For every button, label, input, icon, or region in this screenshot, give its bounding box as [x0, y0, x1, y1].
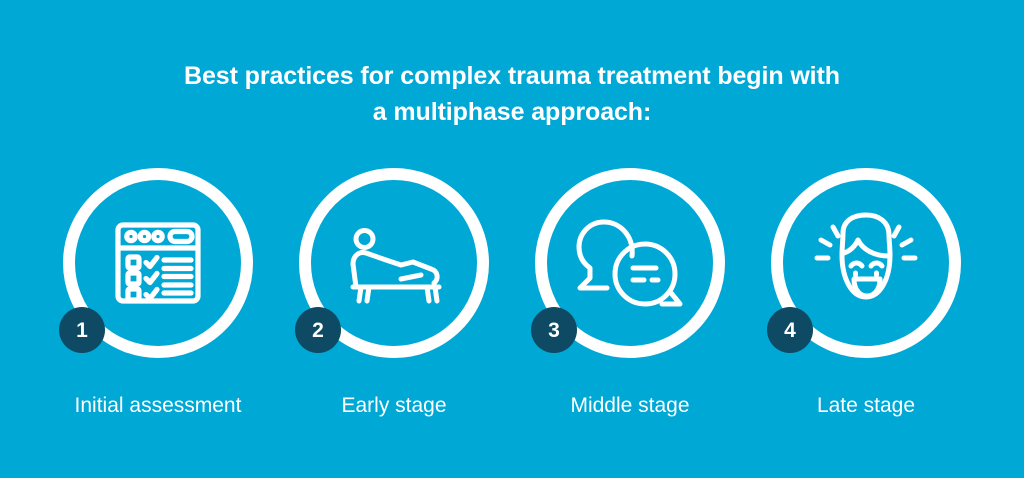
checklist-window-icon	[63, 168, 253, 358]
reclining-person-couch-icon	[299, 168, 489, 358]
title-line-1: Best practices for complex trauma treatm…	[184, 62, 840, 90]
steps-row: 1 Initial assessment	[0, 168, 1024, 419]
speech-bubbles-icon	[535, 168, 725, 358]
step-1-number-badge: 1	[59, 307, 105, 353]
step-item-4: 4 Late stage	[748, 168, 984, 419]
step-item-3: 3 Middle stage	[512, 168, 748, 419]
step-item-2: 2 Early stage	[276, 168, 512, 419]
step-1-ring-wrap: 1	[59, 168, 253, 358]
step-3-number-badge: 3	[531, 307, 577, 353]
step-4-number: 4	[784, 318, 796, 342]
step-4-number-badge: 4	[767, 307, 813, 353]
step-4-ring-wrap: 4	[767, 168, 961, 358]
step-2-label: Early stage	[341, 394, 447, 417]
step-2-number: 2	[312, 318, 324, 342]
step-1-number: 1	[76, 318, 88, 342]
step-item-1: 1 Initial assessment	[40, 168, 276, 419]
title-line-2: a multiphase approach:	[372, 98, 652, 126]
page-title: Best practices for complex trauma treatm…	[0, 58, 1024, 130]
step-2-ring-wrap: 2	[295, 168, 489, 358]
step-1-label: Initial assessment	[74, 394, 242, 417]
happy-face-icon	[771, 168, 961, 358]
step-3-label: Middle stage	[570, 394, 690, 417]
step-4-label: Late stage	[816, 394, 916, 417]
step-3-number: 3	[548, 318, 560, 342]
step-3-ring-wrap: 3	[531, 168, 725, 358]
step-2-number-badge: 2	[295, 307, 341, 353]
